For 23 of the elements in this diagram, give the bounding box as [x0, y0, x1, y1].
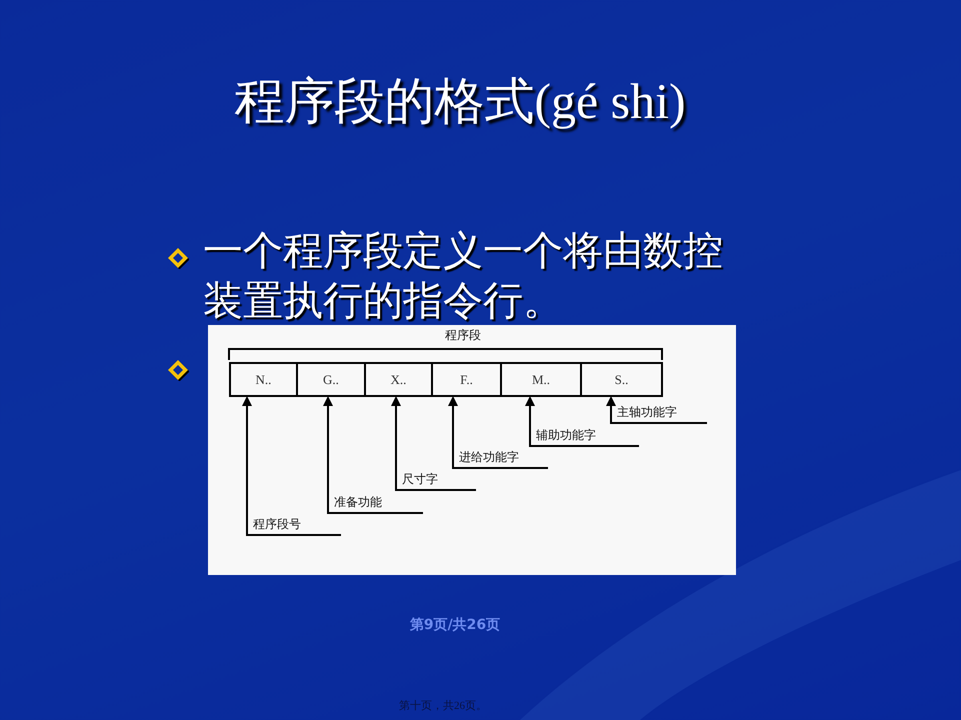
arrow: [323, 396, 333, 513]
table-cell: X..: [364, 362, 433, 397]
table-cell: M..: [500, 362, 582, 397]
leader-label: 准备功能: [327, 494, 423, 514]
footer-text: 第十页，共26页。: [398, 699, 488, 713]
slide-title: 程序段的格式(gé shi): [233, 72, 687, 131]
leader-label: 辅助功能字: [529, 427, 639, 447]
bullet-text: 一个程序段定义一个将由数控装置执行的指令行。: [203, 227, 724, 326]
table-cell: F..: [431, 362, 502, 397]
arrow: [448, 396, 458, 468]
bracket-label: 程序段: [444, 327, 482, 344]
table-cell: G..: [296, 362, 366, 397]
leader-label: 程序段号: [246, 516, 341, 536]
arrow: [391, 396, 401, 490]
leader-label: 进给功能字: [452, 449, 548, 469]
page-number: 第9页/共26页: [408, 616, 502, 634]
leader-label: 尺寸字: [395, 471, 476, 491]
table-cell: N..: [229, 362, 298, 397]
leader-label: 主轴功能字: [610, 404, 707, 424]
arrow: [606, 396, 616, 423]
table-cell: S..: [580, 362, 663, 397]
arrow: [242, 396, 252, 535]
arrow: [525, 396, 535, 446]
